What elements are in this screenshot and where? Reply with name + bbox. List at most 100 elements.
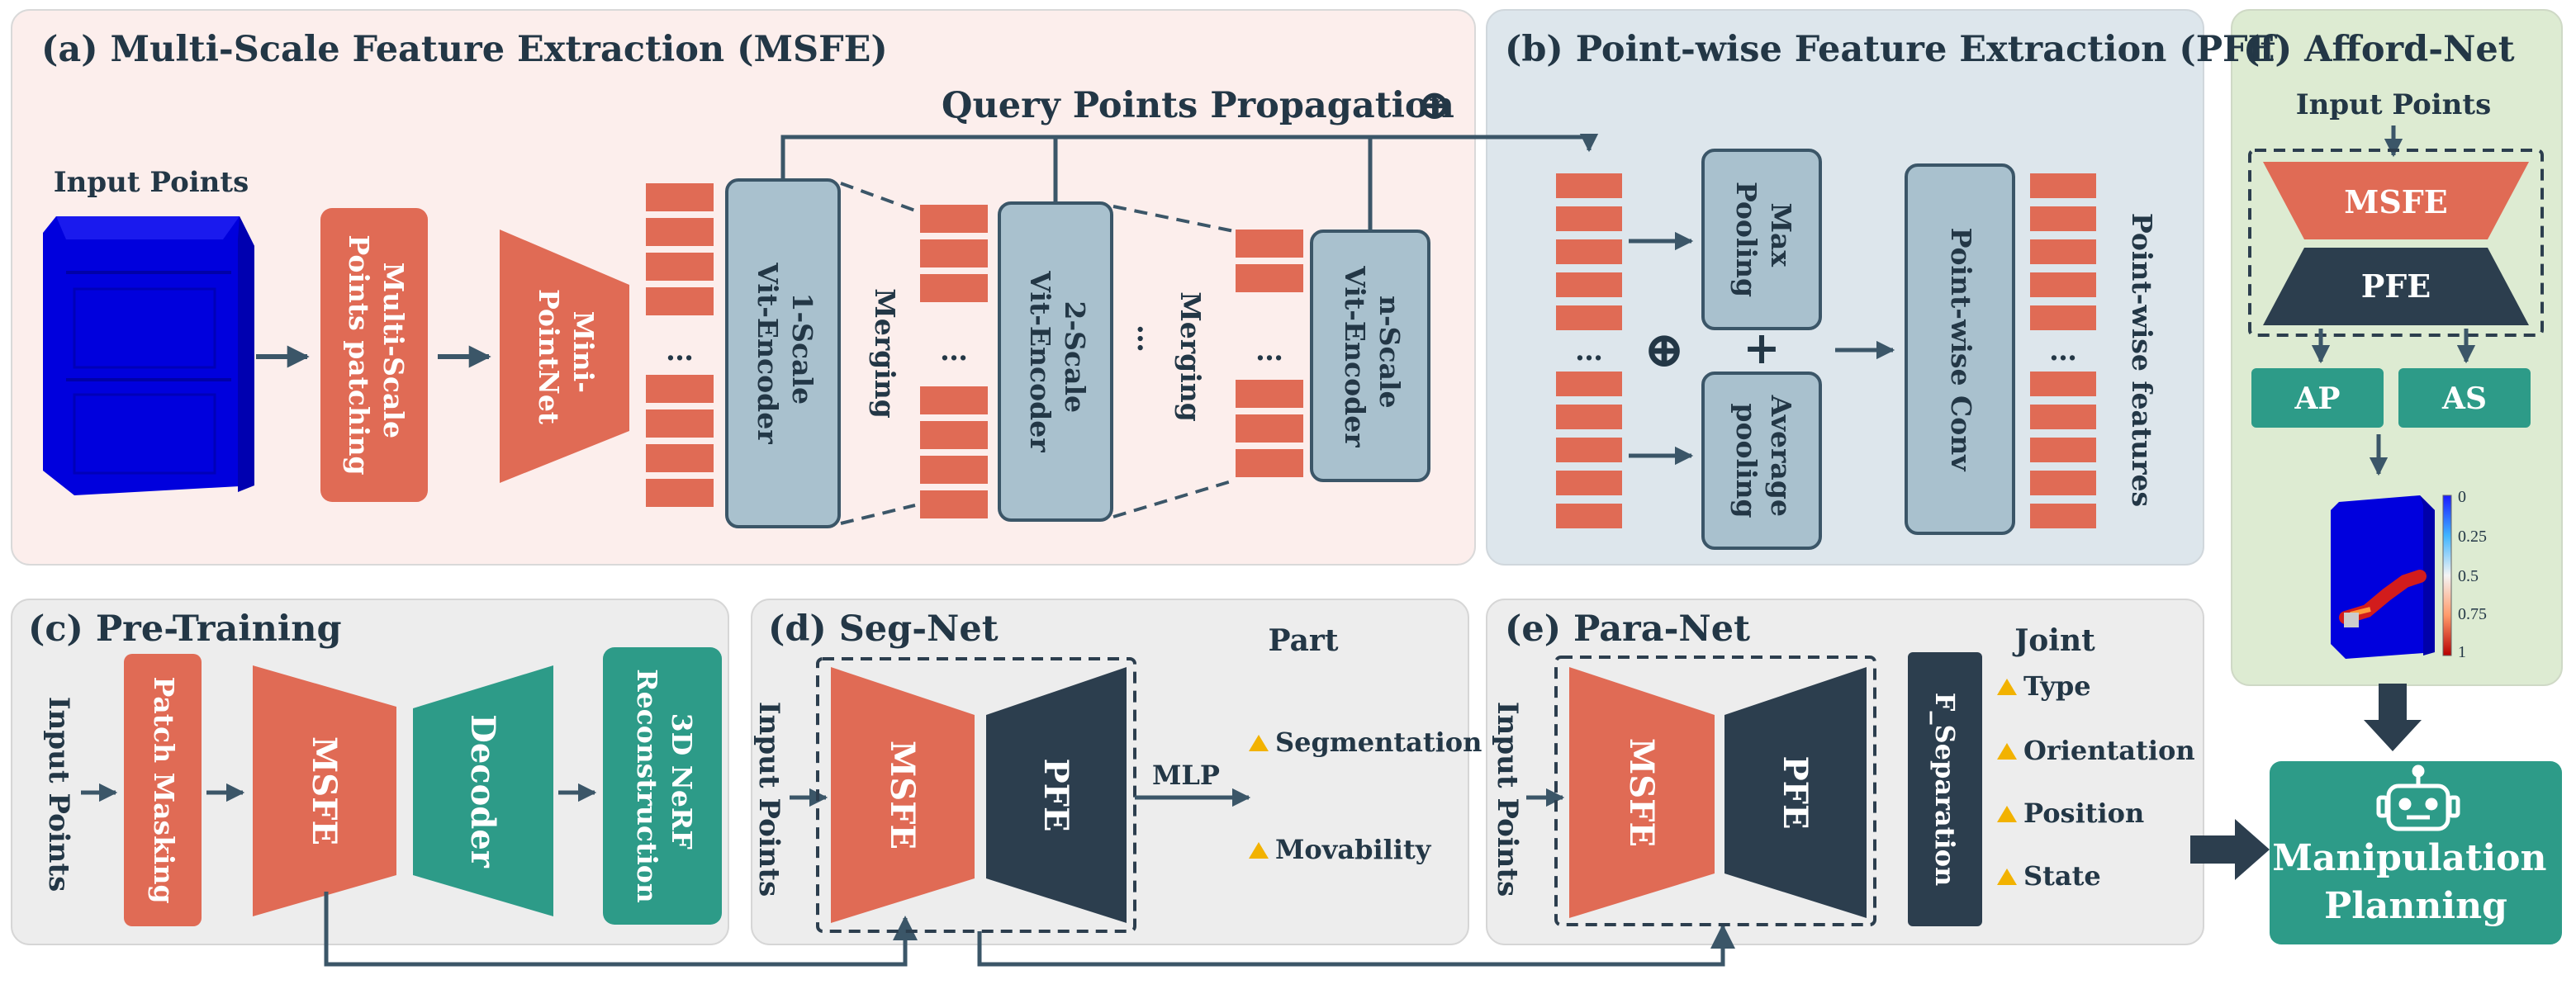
pfe-input-tokens	[1556, 173, 1622, 528]
token-stack-1	[646, 183, 714, 507]
mlp-label: MLP	[1152, 760, 1220, 791]
patch-masking-label: Patch Masking	[148, 676, 180, 903]
vit-encoder-n-label: n-Scale Vit-Encoder	[1339, 265, 1406, 447]
decoder-trapezoid	[413, 665, 553, 916]
merging-label-2: Merging	[1174, 291, 1207, 422]
joint-type-label: Type	[2023, 670, 2091, 702]
query-propagation-lines	[780, 133, 1599, 231]
input-points-label: Input Points	[54, 166, 249, 199]
panel-pfe	[1486, 9, 2204, 566]
segnet-dashed-frame	[816, 657, 1136, 933]
as-box	[2398, 368, 2531, 428]
joint-state-label: State	[2023, 860, 2101, 892]
ap-box	[2251, 368, 2384, 428]
arrow-afford-to-manipulation	[2364, 684, 2422, 751]
max-pooling-box	[1701, 149, 1822, 330]
token-stack-2	[920, 205, 988, 518]
token-stack-3-ellipsis: …	[1255, 334, 1283, 367]
vit-encoder-1-label: 1-Scale Vit-Encoder	[752, 262, 818, 444]
paranet-outputs: Type Orientation Position State	[1997, 670, 2195, 892]
affordance-heatmap-image	[2331, 495, 2435, 659]
average-pooling-box	[1701, 372, 1822, 550]
colorbar-tick: 0.75	[2458, 605, 2487, 623]
paranet-pfe-trapezoid	[1724, 667, 1867, 918]
warning-icon	[1997, 743, 2017, 760]
segnet-pfe-label: PFE	[1037, 759, 1075, 832]
afford-msfe-label: MSFE	[2344, 183, 2447, 220]
afford-pfe-trapezoid	[2263, 248, 2529, 325]
query-oplus-icon: ⊕	[1417, 80, 1452, 129]
merge-line	[840, 182, 916, 212]
pfe-concat-oplus-icon: ⊕	[1644, 321, 1685, 379]
segnet-msfe-label: MSFE	[883, 741, 922, 850]
warning-icon	[1997, 869, 2017, 885]
weight-sharing-connectors	[324, 892, 1735, 967]
pooling-plus: +	[1743, 321, 1780, 374]
point-wise-feature-tokens	[2030, 173, 2096, 528]
pfe-panel-title: (b) Point-wise Feature Extraction (PFE)	[1505, 29, 2292, 70]
pretrain-msfe-label: MSFE	[305, 736, 344, 845]
max-pooling-label: Max Pooling	[1730, 182, 1797, 297]
movability-label: Movability	[1275, 834, 1432, 865]
joint-position-label: Position	[2023, 798, 2144, 829]
paranet-dashed-frame	[1554, 656, 1876, 926]
f-separation-label: F_Separation	[1929, 693, 1961, 886]
vit-encoder-2-label: 2-Scale Vit-Encoder	[1024, 270, 1091, 452]
warning-icon	[1997, 679, 2017, 695]
token-stack-3	[1236, 230, 1303, 477]
afford-msfe-trapezoid	[2263, 162, 2529, 239]
point-wise-features-label: Point-wise features	[2126, 213, 2158, 507]
decoder-label: Decoder	[463, 714, 502, 869]
token-stack-2-ellipsis: …	[940, 334, 968, 367]
joint-label: Joint	[2012, 623, 2095, 658]
warning-icon	[1249, 842, 1269, 859]
colorbar-tick: 0	[2458, 488, 2466, 506]
warning-icon	[1997, 806, 2017, 822]
nerf-reconstruction-label: 3D NeRF Reconstruction	[631, 669, 698, 903]
colorbar-tick: 0.5	[2458, 567, 2479, 585]
paranet-pfe-label: PFE	[1776, 756, 1815, 830]
pretrain-panel-title: (c) Pre-Training	[28, 608, 342, 650]
query-propagation-label: Query Points Propagation	[942, 85, 1454, 126]
colorbar-tick: 0.25	[2458, 528, 2487, 546]
manipulation-planning-label: Manipulation Planning	[2272, 837, 2559, 927]
merging-label-1: Merging	[869, 288, 901, 419]
point-wise-conv-box	[1905, 163, 2015, 535]
segnet-outputs: Segmentation Movability	[1249, 727, 1482, 865]
segmentation-label: Segmentation	[1275, 727, 1482, 758]
segnet-input-points-label: Input Points	[752, 702, 785, 897]
mini-pointnet-label: Mini- PointNet	[533, 289, 600, 425]
segnet-pfe-trapezoid	[986, 667, 1127, 923]
segnet-panel-title: (d) Seg-Net	[768, 608, 999, 650]
part-label: Part	[1268, 623, 1338, 658]
as-label: AS	[2441, 381, 2487, 416]
colorbar-ticks: 0 0.25 0.5 0.75 1	[2458, 488, 2487, 661]
f-separation-box	[1908, 652, 1982, 926]
mini-pointnet-trapezoid	[500, 230, 629, 483]
pfe-input-ellipsis: …	[1575, 334, 1603, 367]
msfe-panel-title: (a) Multi-Scale Feature Extraction (MSFE…	[41, 29, 888, 70]
pretrain-input-points-label: Input Points	[42, 697, 75, 892]
pretrain-msfe-trapezoid	[253, 665, 396, 916]
afford-dashed-frame	[2248, 149, 2544, 337]
arrow-paranet-to-manipulation	[2190, 819, 2270, 880]
point-cloud-cabinet-image	[43, 216, 254, 495]
merging-ellipsis: …	[1131, 324, 1164, 353]
merge-line	[840, 504, 916, 525]
paranet-panel-title: (e) Para-Net	[1505, 608, 1750, 650]
paranet-msfe-trapezoid	[1569, 667, 1715, 918]
afford-input-points-label: Input Points	[2296, 88, 2491, 121]
afford-pfe-label: PFE	[2361, 267, 2431, 305]
joint-orientation-label: Orientation	[2023, 735, 2195, 766]
segnet-msfe-trapezoid	[831, 667, 975, 923]
patch-masking-box	[124, 654, 202, 926]
colorbar	[2442, 495, 2452, 656]
point-wise-conv-label: Point-wise Conv	[1945, 228, 1977, 472]
manipulation-planning-box	[2270, 761, 2562, 944]
robot-icon	[2376, 764, 2460, 831]
paranet-msfe-label: MSFE	[1622, 738, 1661, 847]
ap-label: AP	[2294, 381, 2340, 416]
afford-panel-title: (f) Afford-Net	[2243, 29, 2515, 70]
nerf-reconstruction-box	[603, 647, 722, 925]
